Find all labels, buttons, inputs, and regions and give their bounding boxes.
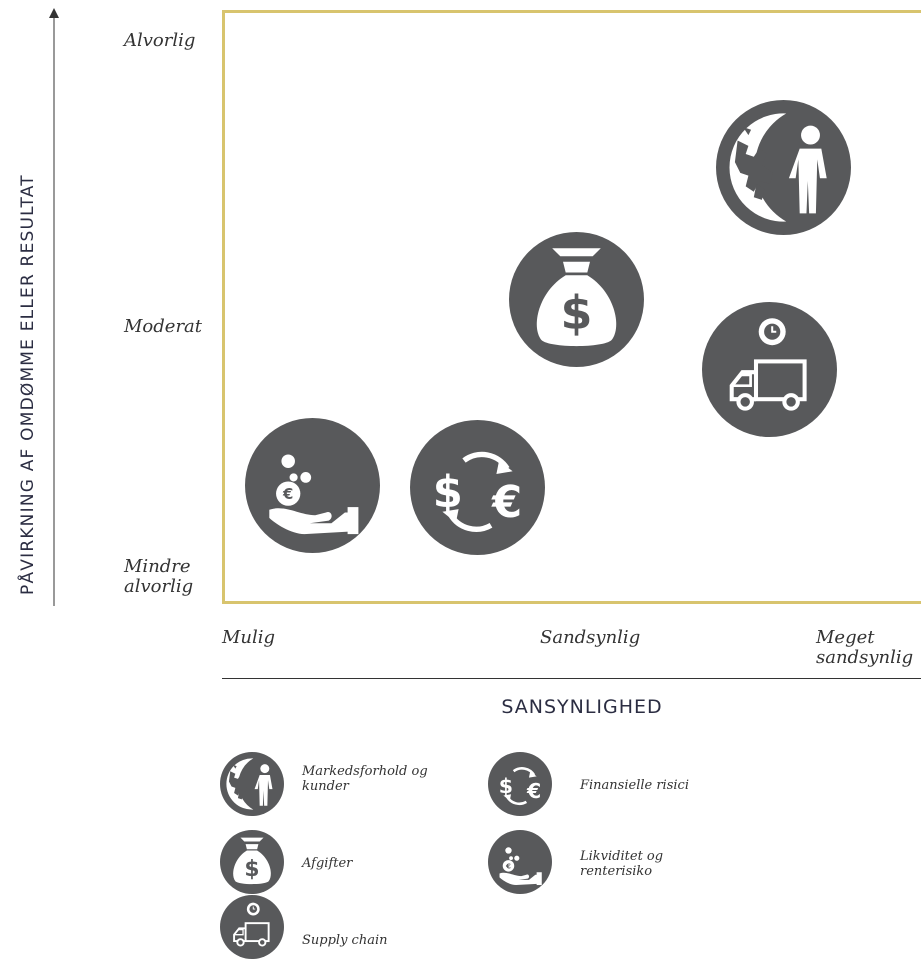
risk-afgifter-bubble: [509, 232, 644, 367]
money-bag-icon: [509, 232, 644, 367]
risk-supply-chain-bubble: [702, 302, 837, 437]
currency-exchange-icon: [410, 420, 545, 555]
legend-label-likviditet: Likviditet og renterisiko: [580, 849, 664, 879]
y-axis-arrow: [49, 8, 59, 606]
y-level-moderat: Moderat: [124, 316, 203, 337]
legend-label-afgifter: Afgifter: [302, 856, 353, 871]
risk-finansielle-bubble: [410, 420, 545, 555]
legend-icon-likviditet: [488, 830, 552, 894]
risk-markedsforhold-bubble: [716, 100, 851, 235]
y-level-mindre-alvorlig: Mindre alvorlig: [124, 556, 194, 597]
currency-exchange-icon: [488, 752, 552, 816]
risk-matrix-frame: [222, 10, 921, 604]
legend-icon-markedsforhold: [220, 752, 284, 816]
hand-coins-icon: [245, 418, 380, 553]
x-axis-line: [222, 678, 921, 679]
truck-clock-icon: [220, 895, 284, 959]
legend-icon-finansielle: [488, 752, 552, 816]
truck-clock-icon: [702, 302, 837, 437]
y-axis-title: PÅVIRKNING AF OMDØMME ELLER RESULTAT: [18, 174, 38, 595]
risk-likviditet-bubble: [245, 418, 380, 553]
x-axis-title: SANSYNLIGHED: [501, 696, 663, 718]
x-level-mulig: Mulig: [222, 627, 276, 648]
legend-label-finansielle: Finansielle risici: [580, 778, 689, 793]
hand-coins-icon: [488, 830, 552, 894]
legend-icon-afgifter: [220, 830, 284, 894]
legend-icon-supply-chain: [220, 895, 284, 959]
legend-label-markedsforhold: Markedsforhold og kunder: [302, 764, 428, 794]
legend-label-supply-chain: Supply chain: [302, 933, 388, 948]
globe-person-icon: [716, 100, 851, 235]
x-level-sandsynlig: Sandsynlig: [540, 627, 641, 648]
x-level-meget-sandsynlig: Meget sandsynlig: [816, 627, 914, 668]
globe-person-icon: [220, 752, 284, 816]
y-level-alvorlig: Alvorlig: [124, 30, 196, 51]
money-bag-icon: [220, 830, 284, 894]
